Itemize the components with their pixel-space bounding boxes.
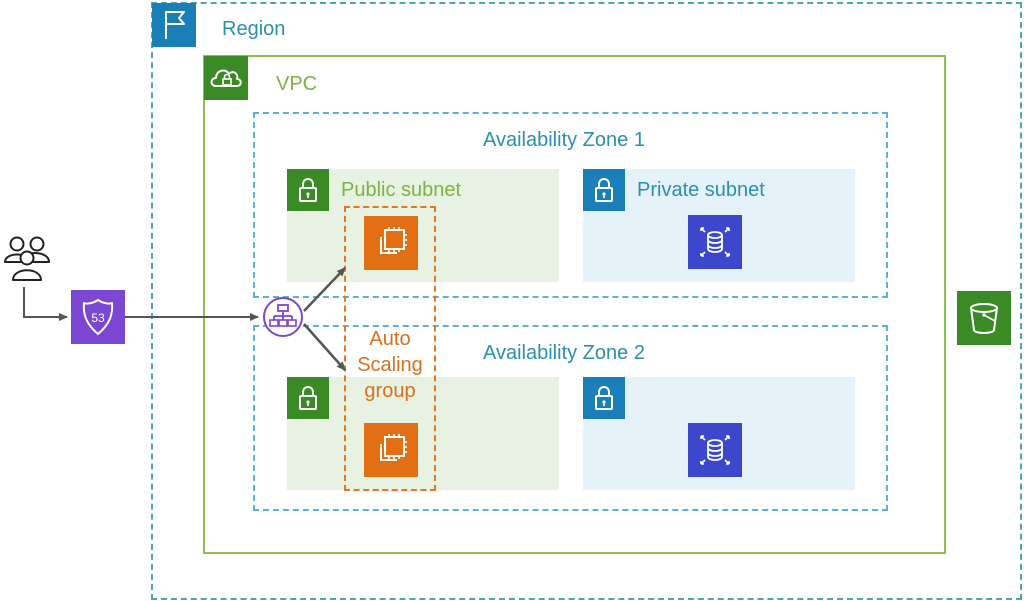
ec2-instance-icon[interactable]	[364, 423, 418, 477]
users-icon	[0, 234, 54, 284]
public-subnet-az2	[287, 377, 559, 490]
padlock-icon	[287, 377, 329, 419]
padlock-icon	[583, 377, 625, 419]
padlock-icon	[287, 169, 329, 211]
public-subnet-az1	[287, 169, 559, 282]
cloud-lock-icon	[204, 56, 248, 100]
padlock-icon	[583, 169, 625, 211]
availability-zone-1-label: Availability Zone 1	[483, 129, 645, 151]
vpc-label: VPC	[276, 73, 318, 95]
ec2-instance-icon[interactable]	[364, 216, 418, 270]
availability-zone-1	[253, 112, 888, 298]
rds-database-icon[interactable]	[688, 423, 742, 477]
auto-scaling-group	[344, 206, 436, 491]
public-subnet-label: Public subnet	[341, 179, 462, 201]
route53-badge-text: 53	[91, 311, 105, 325]
load-balancer-icon[interactable]	[263, 297, 303, 337]
rds-database-icon[interactable]	[688, 215, 742, 269]
route53-shield-icon[interactable]: 53	[71, 290, 125, 344]
asg-label-line: Auto	[369, 328, 411, 350]
private-subnet-label: Private subnet	[637, 179, 765, 201]
asg-label-line: Scaling	[357, 354, 423, 376]
load-balancer-to-ec2-az2-arrow	[303, 323, 346, 371]
auto-scaling-group-label: Auto Scaling group	[344, 326, 436, 404]
s3-bucket-icon[interactable]	[957, 291, 1011, 345]
region-label: Region	[222, 18, 286, 40]
load-balancer-to-ec2-az1-arrow	[303, 267, 346, 312]
users-to-route53-arrow	[23, 287, 68, 321]
vpc-boundary	[203, 55, 946, 554]
region-boundary	[151, 2, 1022, 600]
flag-icon	[152, 3, 196, 47]
availability-zone-2	[253, 325, 888, 511]
asg-label-line: group	[364, 380, 416, 402]
availability-zone-2-label: Availability Zone 2	[483, 342, 645, 364]
